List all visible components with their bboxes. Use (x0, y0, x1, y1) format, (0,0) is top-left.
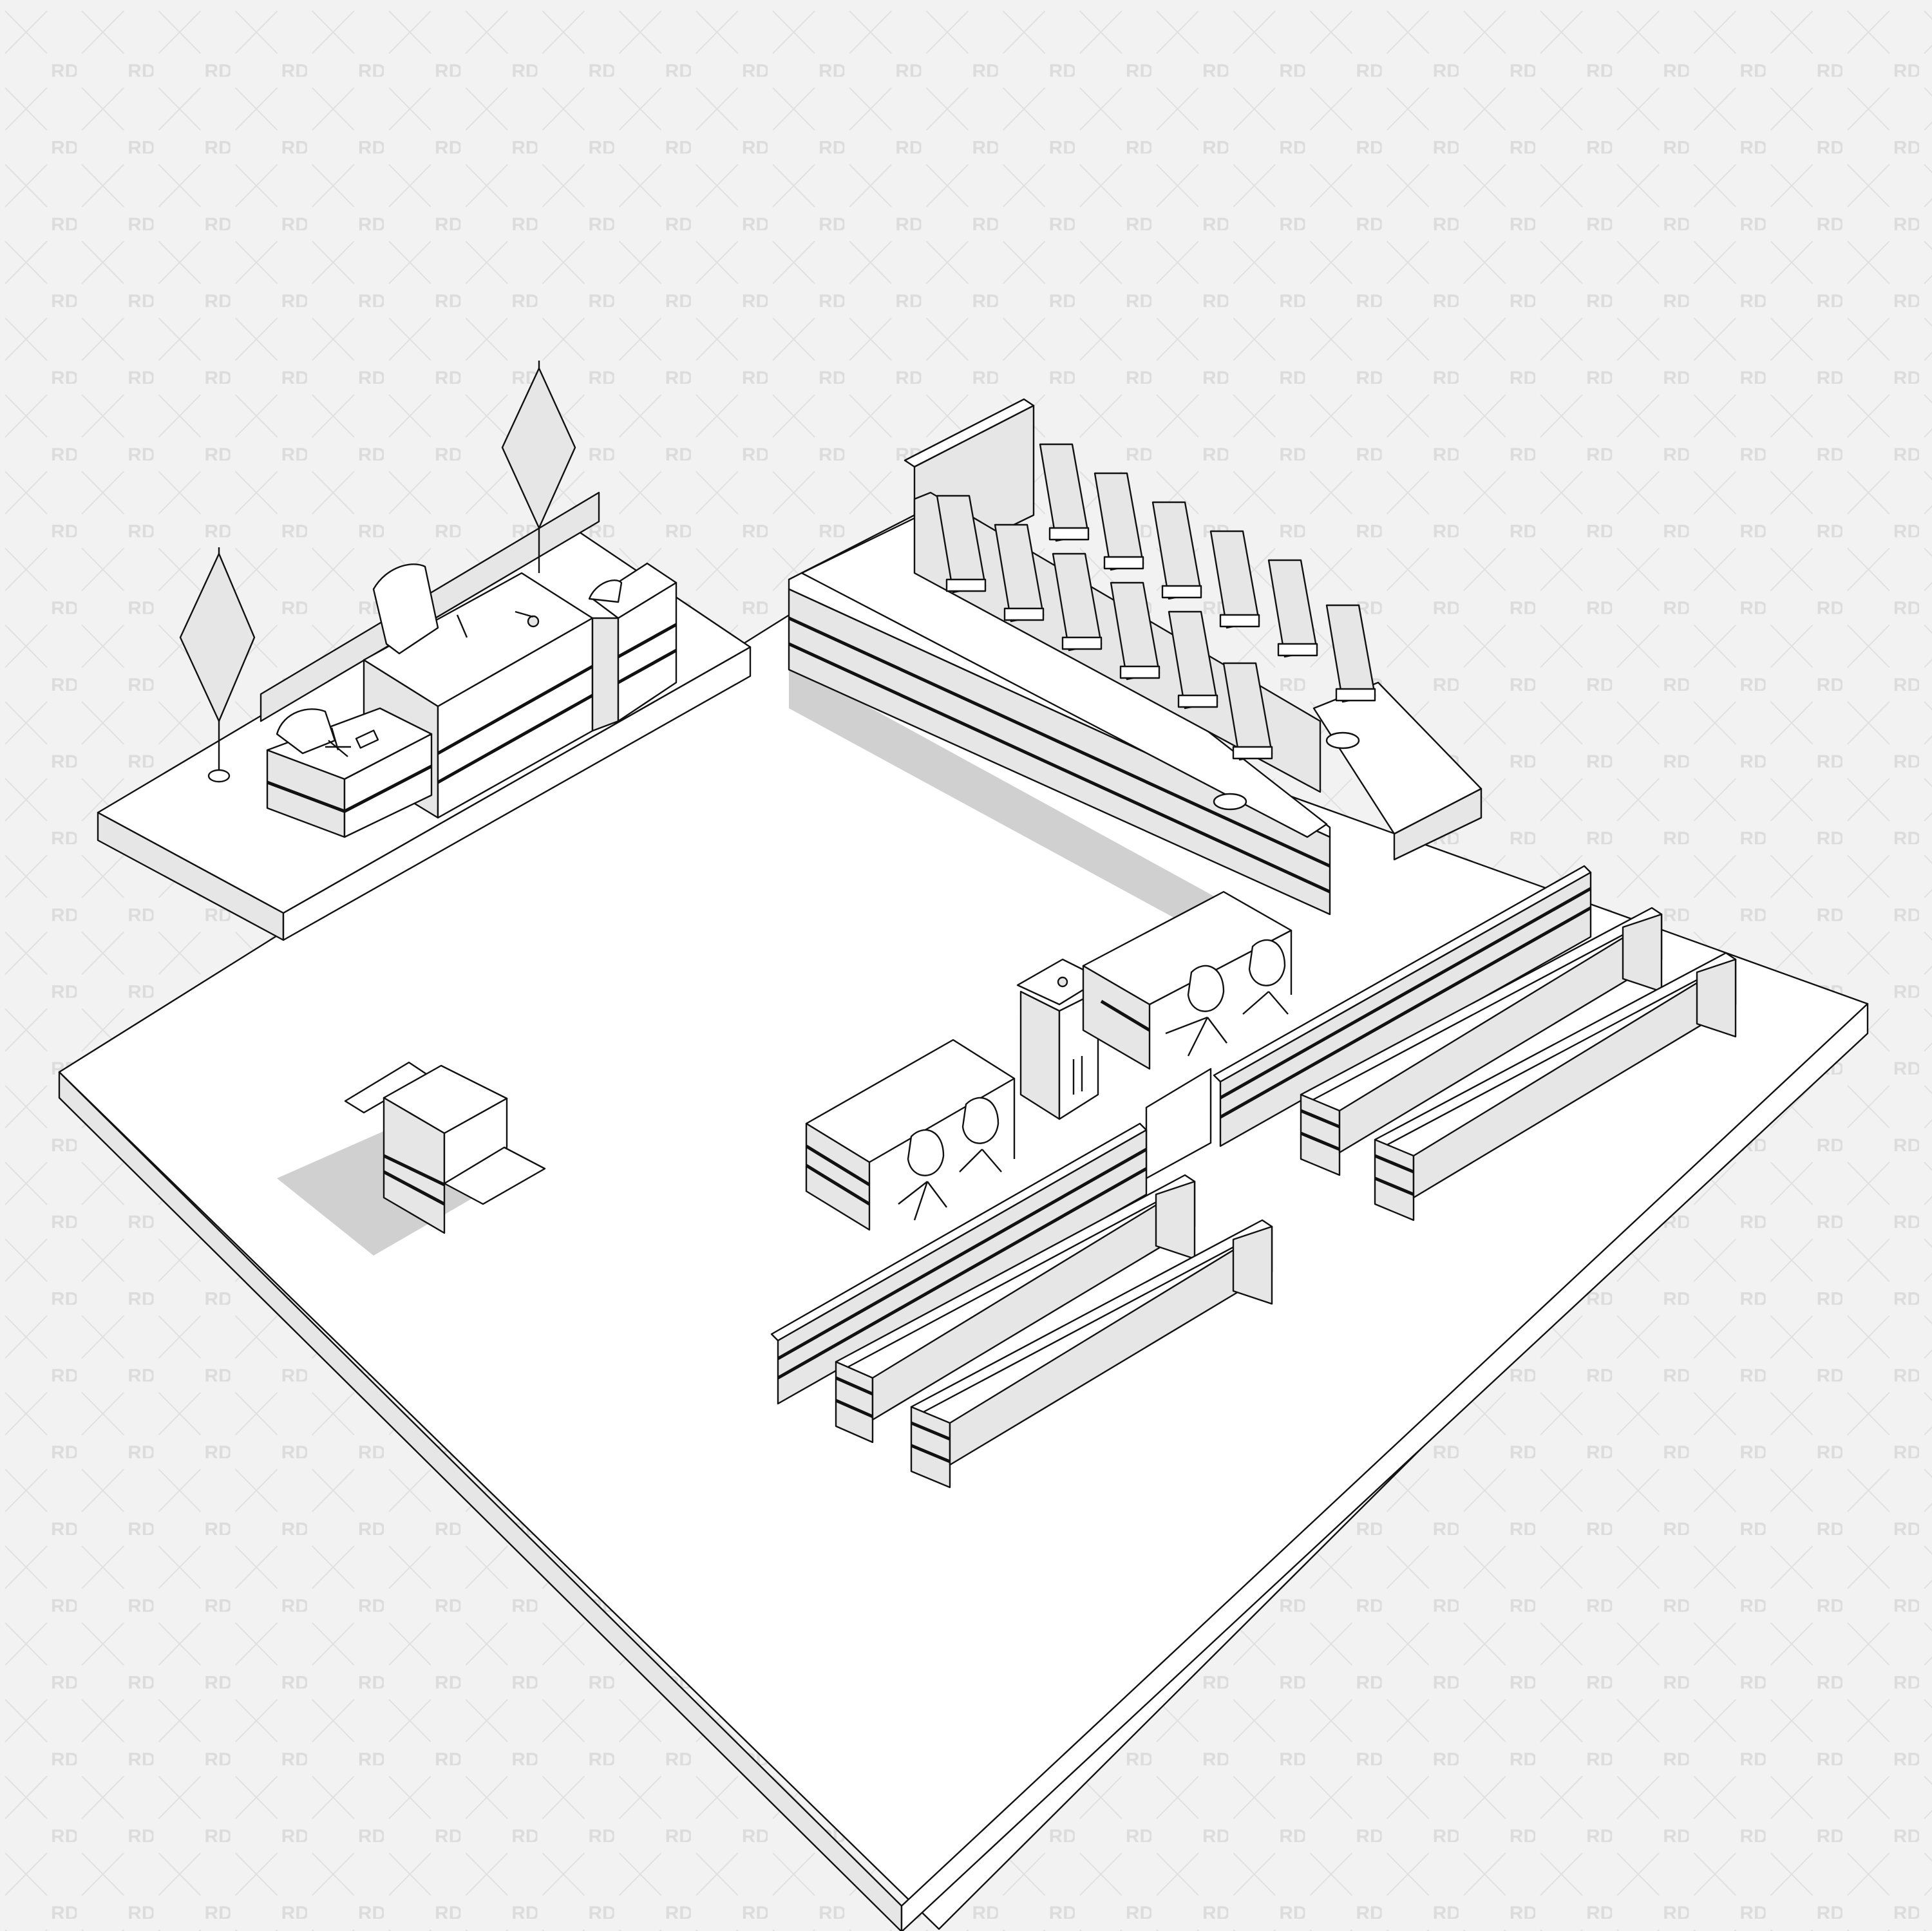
jury-chair (1052, 552, 1103, 652)
bar-railing-left (770, 1122, 1148, 1405)
swivel-chair (1165, 965, 1227, 1057)
gavel-icon (527, 615, 540, 628)
podium (344, 1061, 546, 1234)
jury-seats-back-row (1039, 443, 1376, 749)
clerk-desk (588, 562, 677, 732)
counsel-table-right (1082, 890, 1293, 1070)
jury-chair (1094, 472, 1144, 571)
swivel-chair (1242, 939, 1289, 1015)
jury-chair (994, 523, 1045, 623)
jury-chair (1151, 501, 1202, 600)
bar-railing-right (1145, 865, 1592, 1180)
counsel-table-left (805, 1039, 1016, 1231)
judge-chair-icon (372, 563, 439, 655)
swivel-chair (959, 1097, 1002, 1173)
gallery-bench-right-1 (1300, 907, 1663, 1176)
jury-chair (1209, 530, 1260, 629)
jury-shadow (789, 663, 1224, 927)
flag-right (501, 361, 576, 573)
swivel-chair (898, 1129, 947, 1221)
jury-box (788, 398, 1482, 916)
witness-stand (266, 707, 433, 838)
judge-bench (363, 563, 594, 819)
lectern (1016, 958, 1103, 1120)
witness-mic-icon (325, 727, 351, 757)
jury-chair (1267, 559, 1318, 658)
microphone-icon (456, 614, 468, 638)
jury-seats-front-row (936, 495, 1273, 811)
jury-chair (1168, 610, 1218, 710)
gallery-bench-right-2 (1374, 952, 1737, 1221)
gallery-bench-left-2 (910, 1219, 1273, 1489)
jury-chair (1213, 662, 1273, 811)
gallery-bench-left-1 (835, 1174, 1196, 1444)
jury-chair (1325, 604, 1376, 749)
jury-chair (936, 495, 987, 594)
book-icon (355, 730, 379, 749)
flag-left (179, 547, 256, 783)
jury-chair (1039, 443, 1090, 542)
jury-chair (1110, 581, 1160, 681)
